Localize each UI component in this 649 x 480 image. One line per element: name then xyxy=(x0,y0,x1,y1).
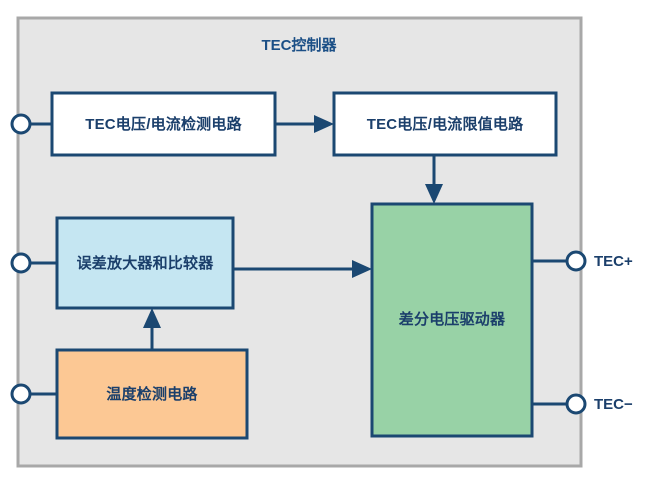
block-rect xyxy=(370,202,534,438)
arrowhead-temperature-to-erroramp xyxy=(143,308,161,328)
block-differential-voltage-driver[interactable]: 差分电压驱动器 xyxy=(370,202,534,438)
block-temperature-sense[interactable]: 温度检测电路 xyxy=(55,348,249,440)
block-rect xyxy=(332,91,558,157)
terminal-input-error-amp-icon[interactable] xyxy=(10,252,32,274)
arrowhead-erroramp-to-driver xyxy=(352,260,372,278)
right-terminals: TEC+ TEC− xyxy=(565,250,633,415)
block-label: TEC电压/电流限值电路 xyxy=(367,115,524,133)
block-tec-voltage-current-limit[interactable]: TEC电压/电流限值电路 xyxy=(332,91,558,157)
terminal-tec-plus-icon[interactable] xyxy=(565,250,587,272)
terminal-tec-plus-label: TEC+ xyxy=(594,253,633,270)
block-rect xyxy=(55,348,249,440)
arrowhead-sense-to-limit xyxy=(314,115,334,133)
terminal-input-sense-icon[interactable] xyxy=(10,113,32,135)
block-error-amp-comparator[interactable]: 误差放大器和比较器 xyxy=(55,216,235,310)
diagram-title: TEC控制器 xyxy=(261,36,337,54)
terminal-tec-minus-label: TEC− xyxy=(594,396,633,413)
block-tec-voltage-current-sense[interactable]: TEC电压/电流检测电路 xyxy=(50,91,277,157)
block-rect xyxy=(50,91,277,157)
arrowheads xyxy=(143,115,443,328)
block-label: 温度检测电路 xyxy=(106,385,198,403)
arrowhead-limit-to-driver xyxy=(425,184,443,204)
terminal-input-temperature-icon[interactable] xyxy=(10,383,32,405)
left-terminals xyxy=(10,113,32,405)
block-rect xyxy=(55,216,235,310)
block-label: 误差放大器和比较器 xyxy=(77,254,215,272)
block-label: 差分电压驱动器 xyxy=(399,310,506,328)
block-label: TEC电压/电流检测电路 xyxy=(85,115,242,133)
terminal-tec-minus-icon[interactable] xyxy=(565,393,587,415)
